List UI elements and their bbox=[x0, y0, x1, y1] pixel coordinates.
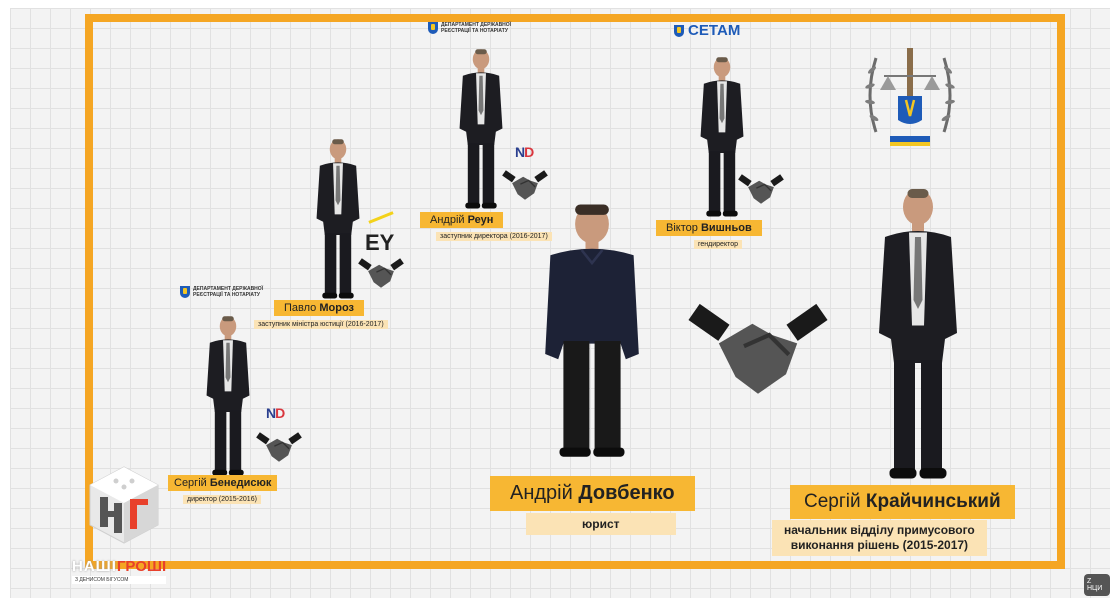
dept-registration-logo: ДЕПАРТАМЕНТ ДЕРЖАВНОЇ РЕЄСТРАЦІЇ ТА НОТА… bbox=[428, 22, 521, 34]
nd-logo: ND bbox=[515, 144, 534, 160]
setam-logo: СЕТАМ bbox=[674, 22, 740, 39]
nd-logo: ND bbox=[266, 405, 285, 421]
trident-shield-icon bbox=[180, 286, 190, 298]
name-label-vyshnov: Віктор Вишньов bbox=[656, 220, 762, 236]
role-label-moroz: заступник міністра юстиції (2016-2017) bbox=[254, 320, 388, 329]
person-kraichynskyi bbox=[879, 189, 957, 479]
role-label-kraichynskyi: начальник відділу примусового виконання … bbox=[772, 520, 987, 556]
handshake-icon bbox=[738, 173, 784, 205]
handshake-icon bbox=[256, 431, 302, 463]
role-label-reun: заступник директора (2016-2017) bbox=[436, 232, 552, 241]
nashi-groshi-cube-logo bbox=[89, 466, 159, 544]
name-label-benedysiuk: Сергій Бенедисюк bbox=[168, 475, 278, 491]
person-benedysiuk bbox=[206, 316, 250, 476]
role-label-vyshnov: гендиректор bbox=[694, 240, 742, 249]
nashi-groshi-brand: НАШІГРОШІ З ДЕНИСОМ БІГУСОМ bbox=[72, 558, 167, 584]
orange-frame bbox=[85, 14, 1065, 569]
handshake-icon bbox=[358, 257, 404, 289]
court-emblem-icon bbox=[865, 48, 955, 146]
ey-logo: EY bbox=[365, 230, 395, 255]
name-label-reun: Андрій Реун bbox=[420, 212, 504, 228]
role-label-benedysiuk: директор (2015-2016) bbox=[183, 495, 261, 504]
name-label-moroz: Павло Мороз bbox=[274, 300, 364, 316]
person-dovbenko bbox=[543, 203, 641, 459]
role-label-dovbenko: юрист bbox=[526, 513, 676, 535]
slide-canvas: ДЕПАРТАМЕНТ ДЕРЖАВНОЇ РЕЄСТРАЦІЇ ТА НОТА… bbox=[10, 8, 1110, 598]
person-reun bbox=[459, 49, 503, 209]
handshake-icon-large bbox=[686, 293, 830, 405]
trident-shield-icon bbox=[428, 22, 438, 34]
dept-registration-logo: ДЕПАРТАМЕНТ ДЕРЖАВНОЇ РЕЄСТРАЦІЇ ТА НОТА… bbox=[180, 286, 273, 298]
channel-badge: Z НЦИ bbox=[1084, 574, 1110, 596]
trident-shield-icon bbox=[674, 24, 684, 37]
name-label-kraichynskyi: Сергій Крайчинський bbox=[790, 485, 1015, 519]
name-label-dovbenko: Андрій Довбенко bbox=[490, 476, 695, 511]
